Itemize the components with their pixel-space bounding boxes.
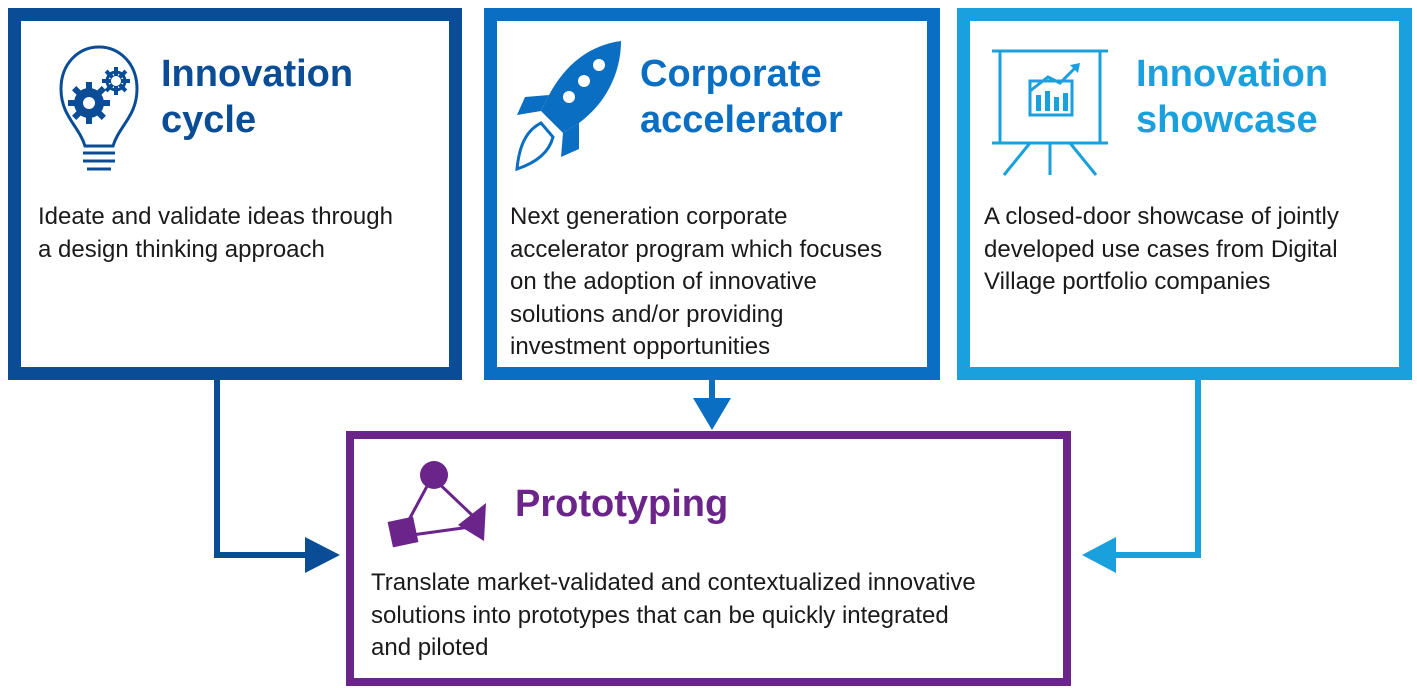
title-line: Innovation [1136,53,1329,95]
innovation-showcase-description: A closed-door showcase of jointly develo… [984,201,1339,299]
prototyping-description: Translate market-validated and contextua… [371,567,976,665]
desc-line: developed use cases from Digital [984,235,1338,263]
rocket-icon [515,41,621,172]
desc-line: investment opportunities [510,333,771,360]
title-line: cycle [161,99,257,141]
desc-line: Translate market-validated and contextua… [371,569,976,596]
corporate-accelerator-description: Next generation corporate accelerator pr… [510,201,882,364]
arrow-innovation-cycle-to-prototyping [214,378,310,558]
innovation-showcase-title: Innovation showcase [1136,51,1328,143]
innovation-cycle-title: Innovation cycle [161,51,353,143]
arrowhead-middle [693,398,731,430]
prototyping-title: Prototyping [515,483,729,525]
shapes-network-icon [387,461,486,548]
corporate-accelerator-title: Corporate accelerator [640,51,843,143]
prototyping-box: Prototyping Translate market-validated a… [346,431,1071,686]
desc-line: accelerator program which focuses [510,235,883,263]
innovation-showcase-box: Innovation showcase A closed-door showca… [957,8,1412,380]
title-line: Corporate [640,53,822,95]
title-line: accelerator [640,99,843,141]
arrowhead-right [1082,537,1116,573]
title-line: Innovation [161,53,354,95]
lightbulb-gears-icon [59,45,139,171]
presentation-board-icon [992,49,1108,176]
title-line: showcase [1136,99,1318,141]
arrow-showcase-to-prototyping [1112,378,1201,558]
desc-line: Village portfolio companies [984,268,1271,295]
desc-line: solutions into prototypes that can be qu… [371,601,949,629]
desc-line: Next generation corporate [510,203,788,230]
desc-line: solutions and/or providing [510,300,784,328]
innovation-cycle-description: Ideate and validate ideas through a desi… [38,201,393,266]
desc-line: a design thinking approach [38,235,325,263]
innovation-cycle-box: Innovation cycle Ideate and validate ide… [8,8,462,380]
desc-line: Ideate and validate ideas through [38,203,393,230]
desc-line: A closed-door showcase of jointly [984,203,1339,230]
desc-line: and piloted [371,634,489,661]
desc-line: on the adoption of innovative [510,268,817,295]
arrowhead-left [305,537,340,573]
corporate-accelerator-box: Corporate accelerator Next generation co… [484,8,940,380]
